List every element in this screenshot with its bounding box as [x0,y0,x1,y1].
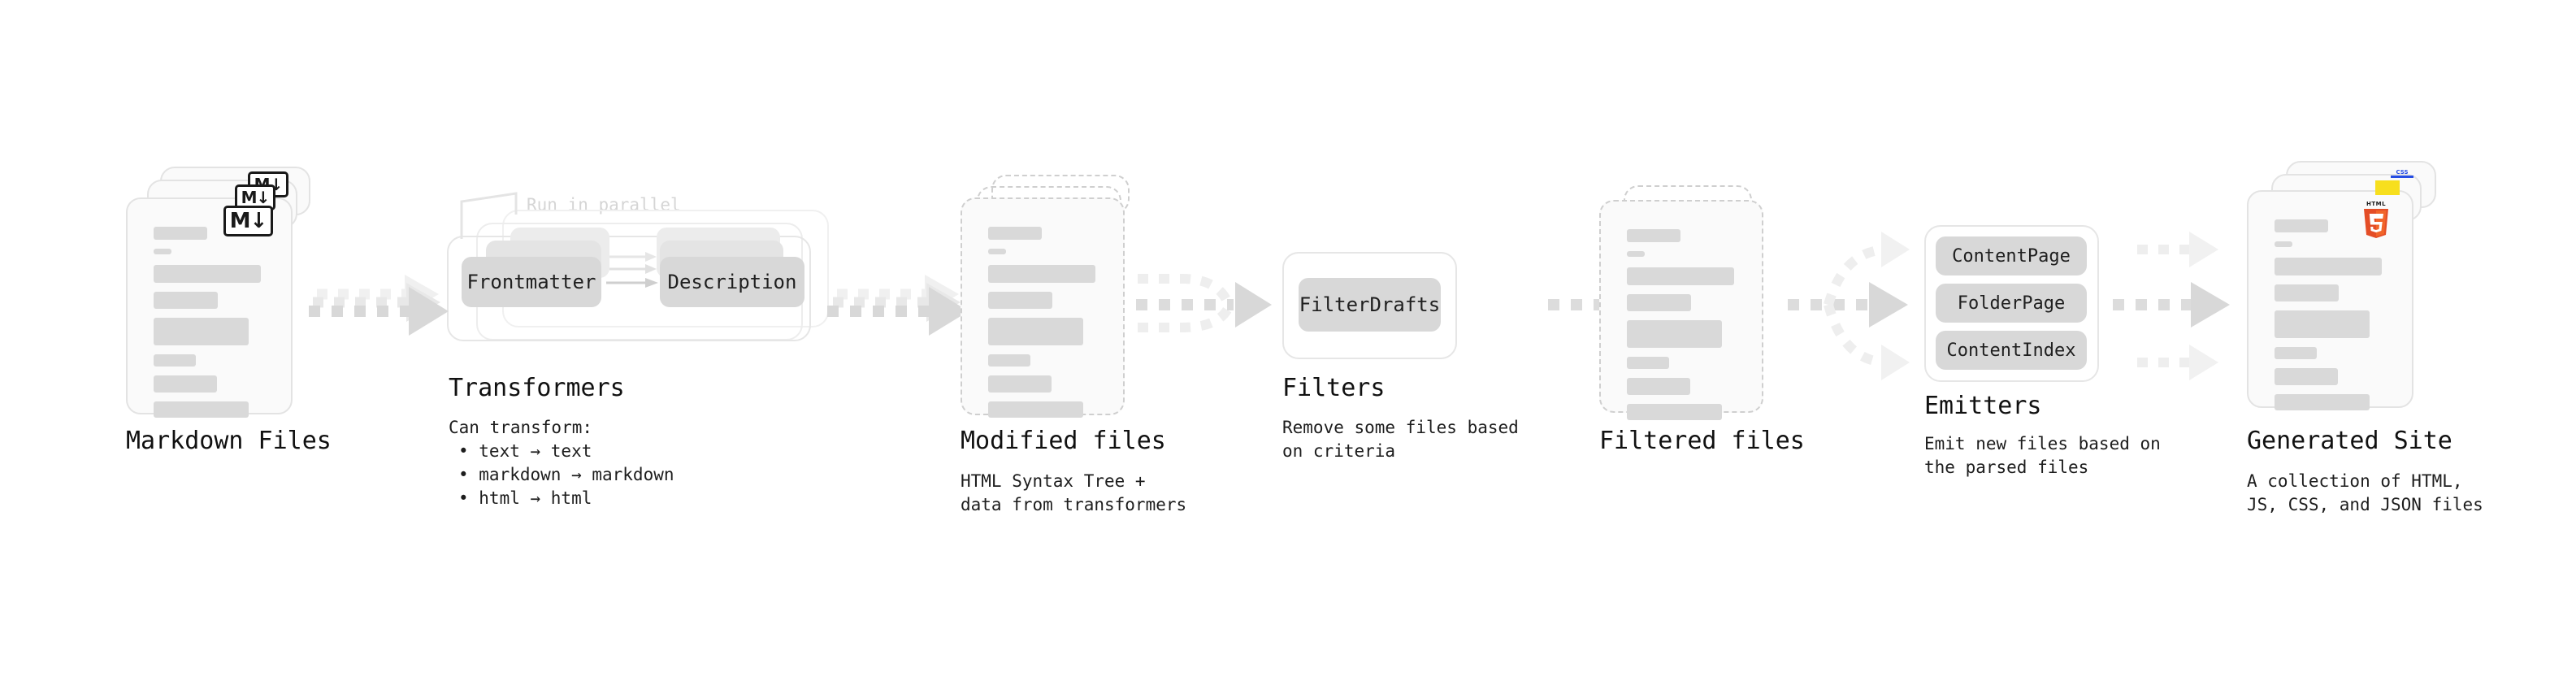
arrow-markdown-to-transformers [309,275,449,336]
css3-icon: CSS [2388,167,2416,181]
modified-card-front [961,197,1125,418]
filtered-card-body [1601,202,1762,420]
content-bar [1627,251,1645,257]
content-bar [1627,357,1669,369]
markdown-files-stack: M↓ M↓ M↓ [126,167,321,418]
transformer-pill-frontmatter-label: Frontmatter [466,271,596,293]
transformers-bullet-2: • html → html [458,488,592,508]
markdown-card-body [128,199,291,418]
filter-pill-filterdrafts[interactable]: FilterDrafts [1299,278,1441,332]
subcaption-modified-files: HTML Syntax Tree + data from transformer… [961,471,1187,514]
content-bar [2275,310,2370,338]
filtered-card-front [1599,200,1763,420]
site-card-body [2249,192,2412,410]
content-bar [2275,284,2339,301]
arrow-transformers-to-modified [827,275,969,336]
content-bar [2275,368,2338,385]
javascript-icon [2375,180,2400,195]
content-bar [1627,378,1690,395]
content-bar [2275,258,2382,275]
emitter-pill-contentindex[interactable]: ContentIndex [1936,331,2087,370]
transformers-sub-title: Can transform: [449,418,593,437]
content-bar [154,375,217,393]
caption-emitters: Emitters [1924,392,2042,420]
emitters-box[interactable] [1924,225,2099,382]
content-bar [1627,267,1734,285]
caption-transformers: Transformers [449,374,625,402]
content-bar [988,292,1052,309]
caption-modified-files: Modified files [961,427,1166,455]
transformer-pill-description[interactable]: Description [660,257,804,307]
svg-text:CSS: CSS [2396,169,2408,176]
transformer-pill-frontmatter[interactable]: Frontmatter [462,257,601,307]
emitter-pill-contentindex-label: ContentIndex [1946,340,2076,361]
transformers-bullet-1: • markdown → markdown [458,465,674,484]
content-bar [988,354,1030,367]
content-bar [154,249,171,254]
content-bar [1627,294,1691,311]
emitter-pill-contentpage-label: ContentPage [1952,245,2071,267]
filters-group: FilterDrafts [1282,252,1457,359]
modified-files-stack [961,175,1147,419]
content-bar [988,318,1083,345]
transformer-inner-arrows [606,252,658,288]
content-bar [988,375,1052,393]
subcaption-emitters: Emit new files based on the parsed files [1924,434,2161,477]
content-bar [1627,320,1722,348]
content-bar [2275,394,2370,410]
content-bar [988,227,1042,240]
emitters-group: ContentPage FolderPage ContentIndex [1924,225,2099,382]
content-bar [154,318,249,345]
emitter-pill-folderpage-label: FolderPage [1957,293,2066,314]
svg-text:HTML: HTML [2366,201,2386,207]
markdown-card-front [126,197,293,418]
content-bar [2275,241,2292,247]
subcaption-filters: Remove some files based on criteria [1282,418,1519,461]
content-bar [988,401,1083,418]
html5-icon: HTML [2360,198,2392,239]
transformers-bullets: • text → text • markdown → markdown • ht… [458,440,674,510]
content-bar [1627,404,1722,420]
caption-filtered-files: Filtered files [1599,427,1805,455]
arrow-emitters-to-site [2113,232,2230,380]
emitter-pill-contentpage[interactable]: ContentPage [1936,236,2087,275]
transformers-group: Frontmatter Description [447,210,829,364]
content-bar [988,265,1095,283]
subcaption-generated-site: A collection of HTML, JS, CSS, and JSON … [2247,471,2483,514]
transformer-pill-description-label: Description [667,271,797,293]
filters-box[interactable] [1282,252,1457,359]
caption-filters: Filters [1282,374,1386,402]
emitter-pill-folderpage[interactable]: FolderPage [1936,284,2087,323]
filter-pill-filterdrafts-label: FilterDrafts [1299,293,1441,316]
run-in-parallel-label: Run in parallel [527,195,681,215]
markdown-badge-icon: M↓ [223,206,273,236]
arrow-filtered-to-emitters [1788,232,1910,380]
filtered-files-stack [1599,185,1786,421]
generated-site-stack: CSS HTML [2247,161,2450,417]
content-bar [154,265,261,283]
arrow-modified-to-filters [1136,274,1272,332]
modified-card-body [962,199,1123,418]
caption-generated-site: Generated Site [2247,427,2452,455]
content-bar [154,292,218,309]
caption-markdown-files: Markdown Files [126,427,332,455]
content-bar [2275,219,2328,232]
content-bar [154,227,207,240]
content-bar [2275,347,2317,359]
content-bar [1627,229,1680,242]
content-bar [154,401,249,418]
content-bar [154,354,196,367]
transformers-bullet-0: • text → text [458,441,592,461]
content-bar [988,249,1006,254]
